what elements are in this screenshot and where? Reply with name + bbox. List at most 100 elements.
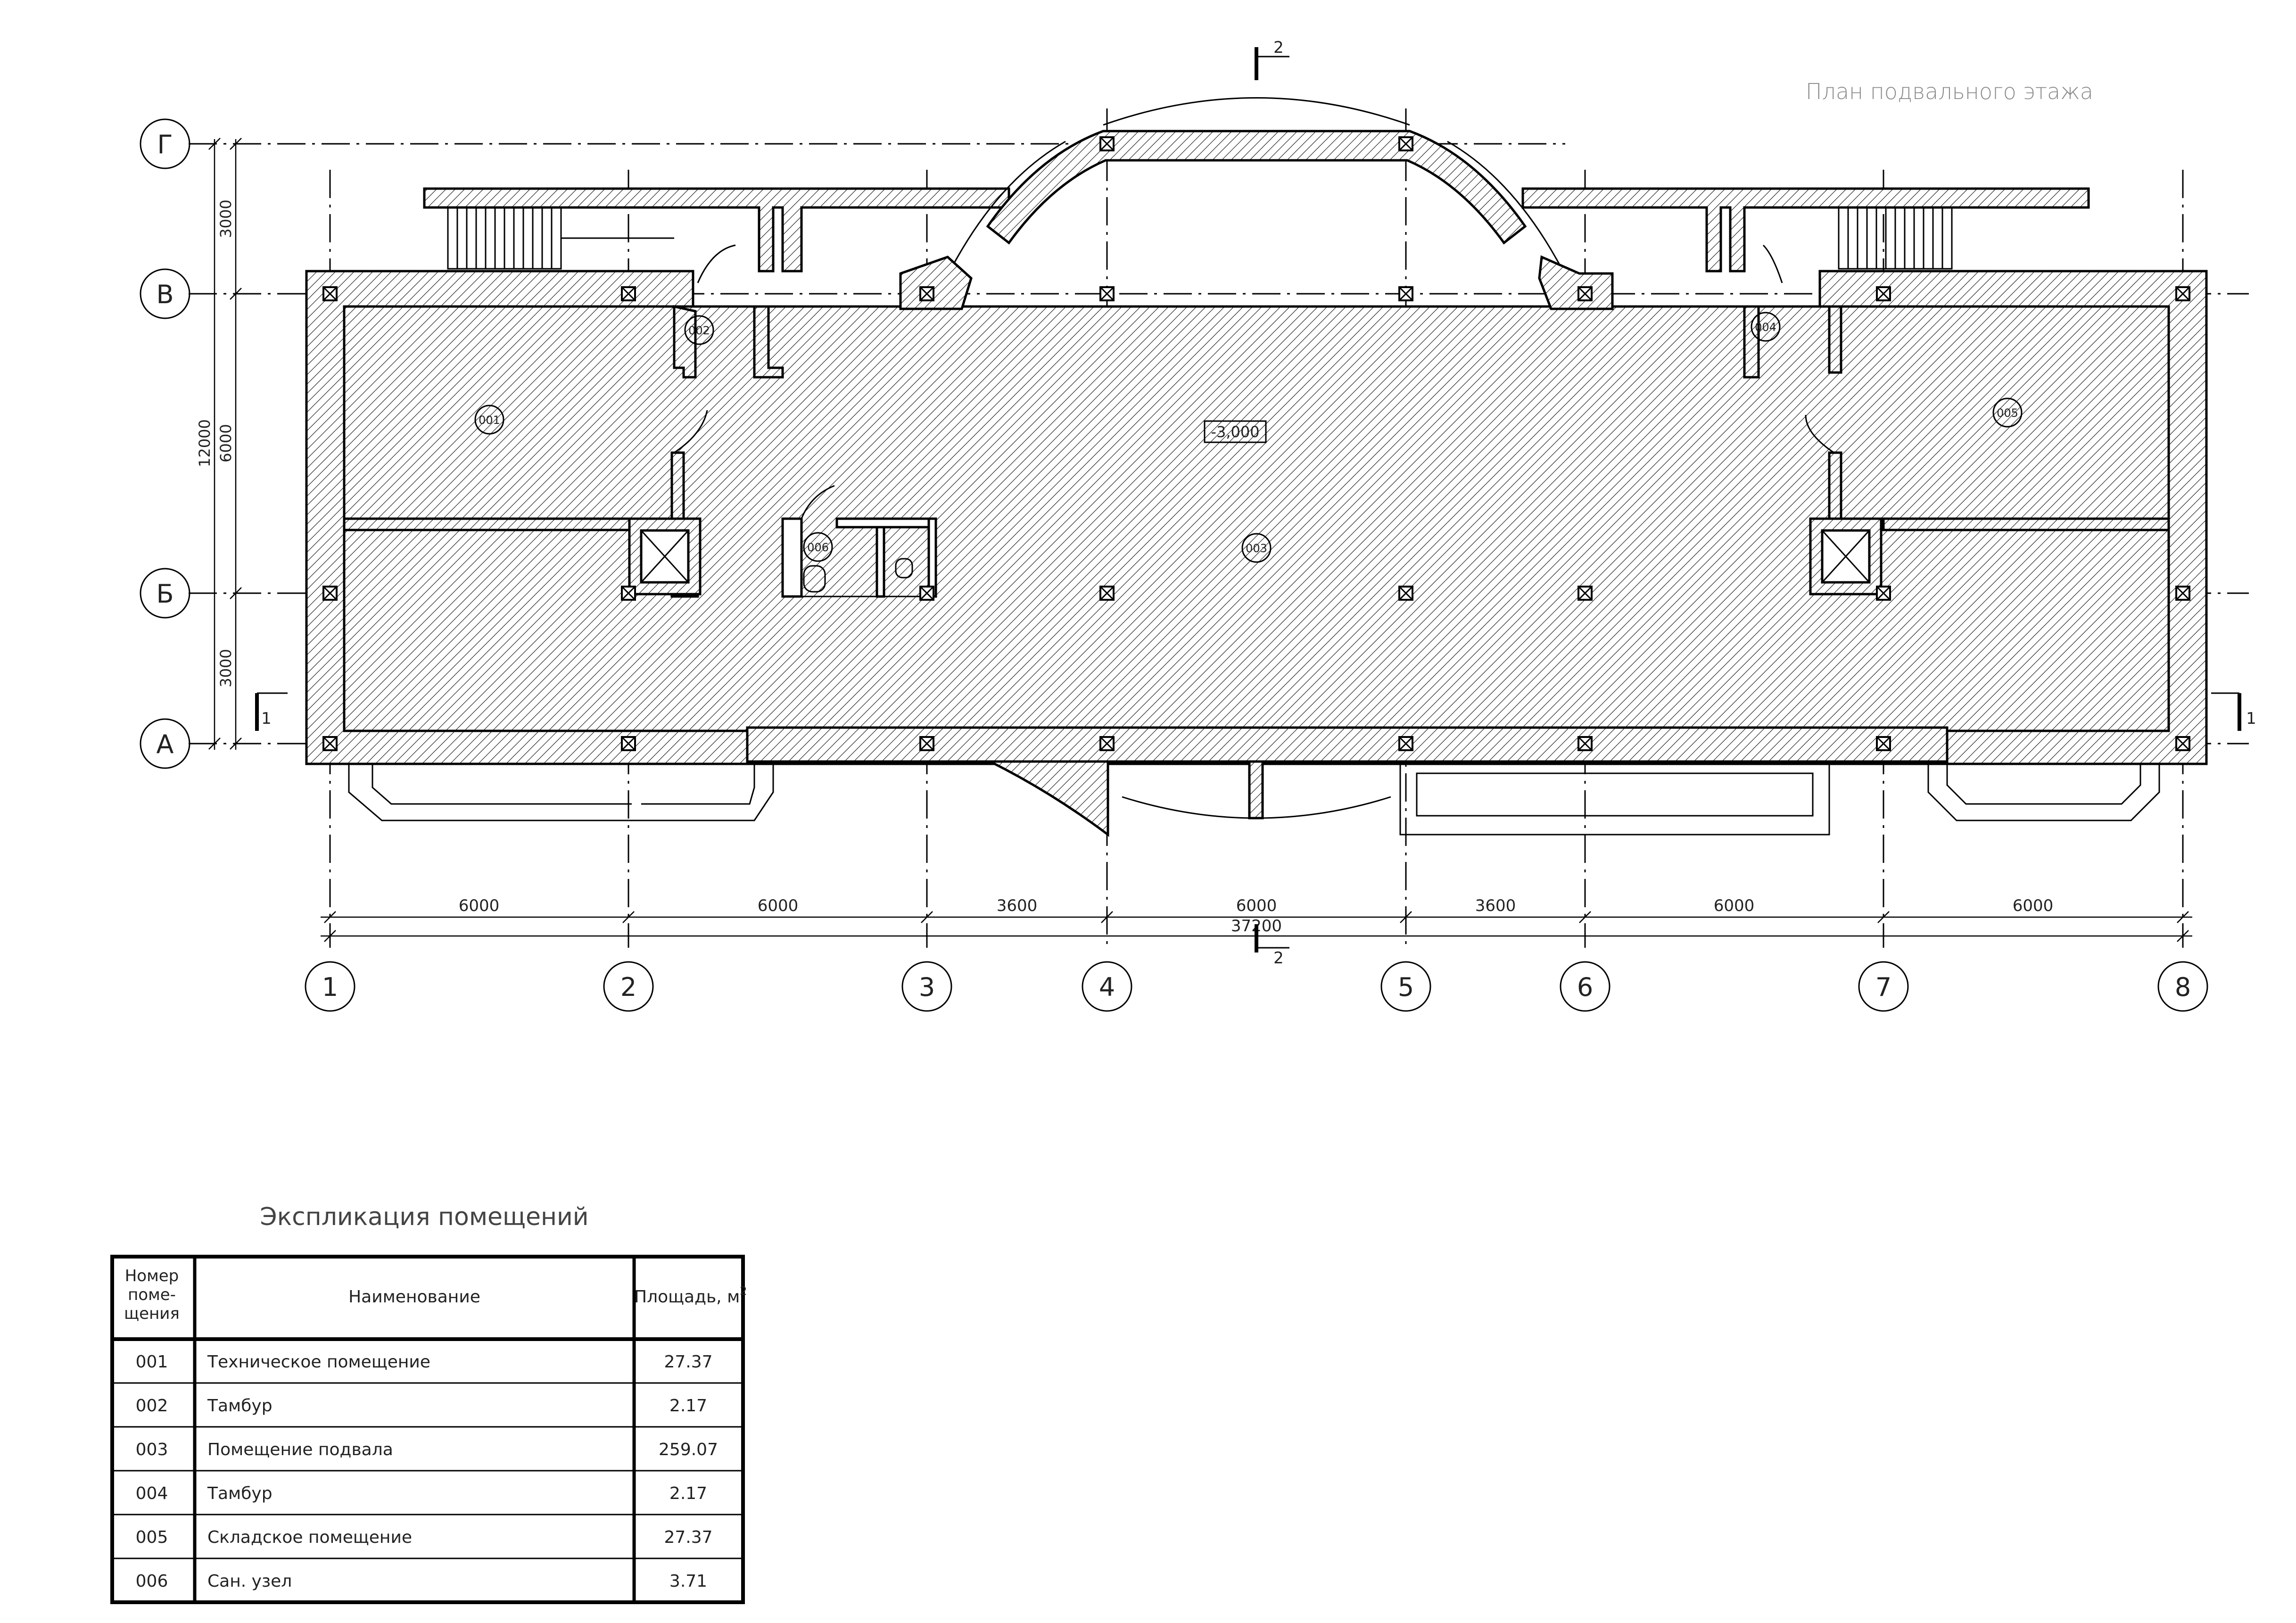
svg-text:003: 003	[1246, 542, 1267, 555]
svg-text:Г: Г	[157, 130, 173, 159]
svg-text:27.37: 27.37	[664, 1528, 712, 1547]
bay-right-outline	[1927, 764, 2160, 821]
dim-left-total: 12000	[196, 419, 214, 467]
svg-text:В: В	[156, 280, 173, 309]
column-marker	[1099, 286, 1115, 301]
column-marker	[1577, 586, 1593, 601]
svg-text:005: 005	[1997, 406, 2018, 420]
room-tag-006: 006	[803, 532, 833, 562]
table-row: 006 Сан. узел 3.71	[136, 1572, 707, 1591]
bottom-wall-band	[746, 726, 1949, 763]
axis-bubble-G: Г	[140, 118, 190, 169]
bay-center-post	[1248, 760, 1264, 820]
column-marker	[621, 736, 636, 751]
svg-text:004: 004	[1755, 321, 1776, 334]
column-marker	[1398, 286, 1413, 301]
axis-bubbles-vertical: 1 2 3 4 5 6 7 8	[305, 961, 2208, 1012]
dim-span-7-8: 6000	[2013, 896, 2054, 915]
header-number-line1: Номер	[125, 1267, 179, 1285]
axis-bubble-2: 2	[603, 961, 654, 1012]
top-canopy-slab-right	[1521, 187, 2090, 273]
dim-left-6000: 6000	[217, 424, 235, 462]
room-tag-002: 002	[684, 315, 714, 345]
svg-text:5: 5	[1398, 972, 1414, 1002]
svg-text:3: 3	[919, 972, 935, 1002]
column-marker	[1099, 136, 1115, 151]
column-marker	[621, 286, 636, 301]
dim-span-2-3: 6000	[758, 896, 799, 915]
column-marker	[919, 586, 934, 601]
vestibule-002-wall-a	[673, 305, 697, 379]
wc-wall-right	[927, 517, 937, 598]
svg-text:1: 1	[2246, 709, 2256, 728]
column-marker	[322, 736, 338, 751]
svg-text:005: 005	[136, 1528, 168, 1547]
axis-bubble-5: 5	[1380, 961, 1431, 1012]
svg-text:004: 004	[136, 1484, 168, 1503]
dim-span-6-7: 6000	[1714, 896, 1755, 915]
portico-inner-arc-right	[1447, 141, 1561, 267]
door-swing-004-side	[1805, 414, 1834, 454]
section-mark-top: 2	[1255, 38, 1289, 80]
svg-text:-3,000: -3,000	[1211, 423, 1259, 441]
svg-text:А: А	[157, 729, 174, 759]
axis-bubble-8: 8	[2157, 961, 2208, 1012]
table-row: 003 Помещение подвала 259.07	[136, 1440, 718, 1459]
top-canopy-slab	[423, 187, 1010, 273]
column-marker	[1398, 586, 1413, 601]
portico-arc-line	[1103, 97, 1410, 126]
column-marker	[322, 286, 338, 301]
level-mark: -3,000	[1204, 420, 1267, 443]
svg-text:001: 001	[479, 414, 500, 427]
axis-bubble-B: Б	[140, 568, 190, 619]
header-name: Наименование	[348, 1287, 480, 1307]
vestibule-002-wall-b	[753, 305, 784, 379]
bay-right-inner	[1946, 764, 2141, 805]
toilet-left-icon	[803, 565, 826, 593]
column-marker	[1876, 286, 1891, 301]
pylon-left	[899, 256, 973, 310]
section-mark-left: 1	[255, 692, 288, 731]
column-marker	[322, 586, 338, 601]
axis-bubble-3: 3	[901, 961, 952, 1012]
bay-center-right-inner	[1416, 772, 1814, 817]
door-swing-004-top	[1762, 244, 1783, 283]
svg-text:002: 002	[136, 1396, 168, 1416]
room-tag-001: 001	[474, 405, 504, 435]
svg-text:Складское помещение: Складское помещение	[207, 1528, 412, 1547]
bay-left-outline	[348, 764, 774, 821]
column-marker	[2175, 736, 2190, 751]
column-marker	[1876, 736, 1891, 751]
axis-bubble-1: 1	[305, 961, 355, 1012]
toilet-right-icon	[895, 558, 913, 579]
column-marker	[1876, 586, 1891, 601]
vestibule-004-wall-c	[1828, 451, 1842, 520]
dim-span-1-2: 6000	[459, 896, 500, 915]
section-mark-right: 1	[2211, 692, 2256, 731]
column-marker	[919, 736, 934, 751]
explication-title: Экспликация помещений	[260, 1203, 588, 1231]
dim-left-3000-top: 3000	[217, 199, 235, 238]
wc-wall-top	[835, 517, 937, 529]
axis-bubble-A: А	[140, 718, 190, 769]
arched-portico-wall	[986, 130, 1527, 245]
dim-span-4-5: 6000	[1236, 896, 1277, 915]
svg-text:006: 006	[136, 1572, 168, 1591]
column-marker	[919, 286, 934, 301]
column-marker	[2175, 286, 2190, 301]
partition-005	[1882, 517, 2170, 531]
wc-wall-left	[781, 517, 803, 598]
section-mark-bottom: 2	[1255, 924, 1289, 968]
table-row: 004 Тамбур 2.17	[136, 1484, 707, 1503]
header-area: Площадь, м2	[634, 1284, 747, 1307]
left-dimensions: 3000 6000 3000 12000	[196, 138, 242, 750]
column-marker	[1099, 736, 1115, 751]
axis-bubble-6: 6	[1560, 961, 1611, 1012]
column-marker	[1099, 586, 1115, 601]
svg-text:27.37: 27.37	[664, 1352, 712, 1372]
dim-left-3000-bottom: 3000	[217, 649, 235, 687]
columns	[322, 136, 2190, 751]
room-tag-004: 004	[1751, 312, 1781, 342]
column-marker	[1577, 286, 1593, 301]
